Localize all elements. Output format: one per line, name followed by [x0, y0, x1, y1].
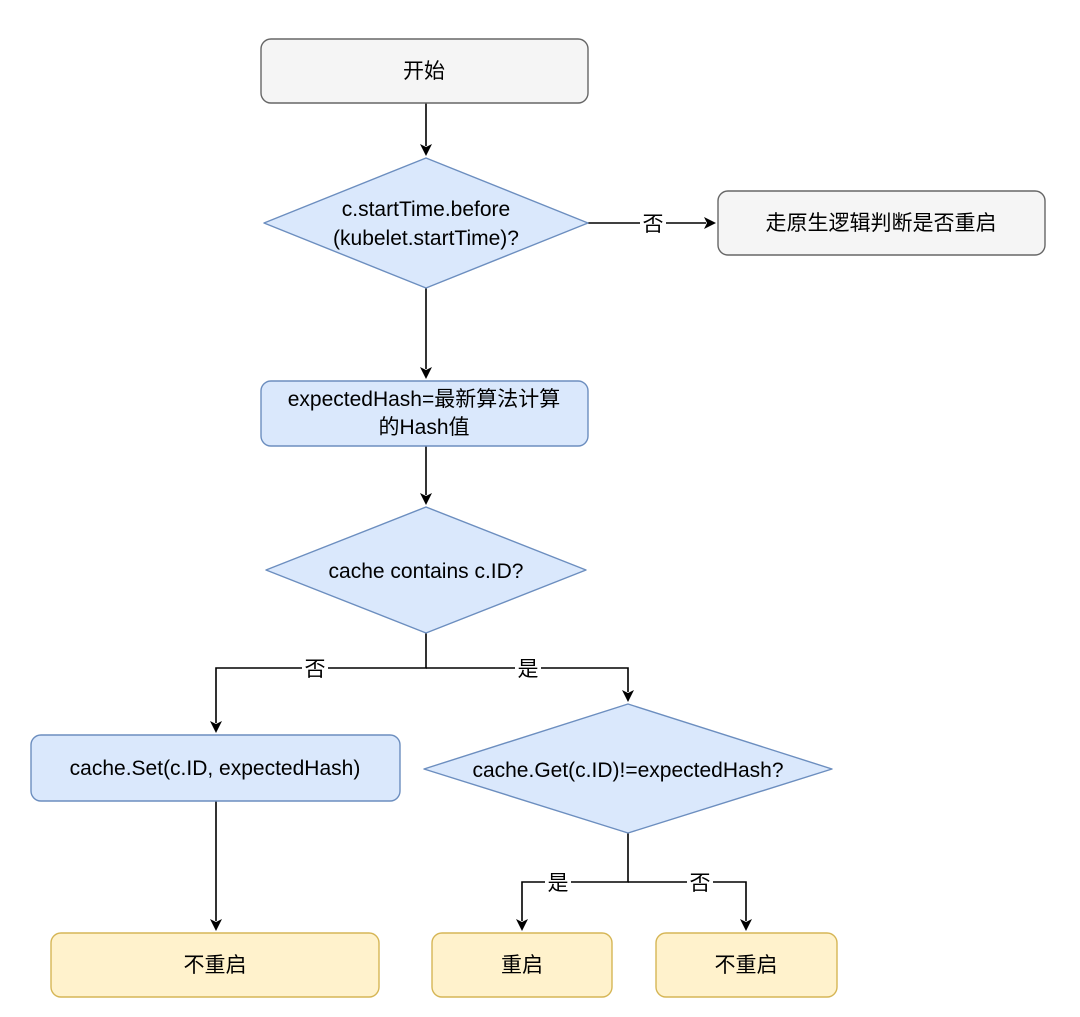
edges: 否 否 是: [210, 103, 752, 931]
decision-hash-compare: cache.Get(c.ID)!=expectedHash?: [423, 703, 833, 834]
edge-label-contains-no: 否: [305, 658, 326, 681]
decision-cache-contains: cache contains c.ID?: [265, 506, 587, 634]
no-restart-left-label: 不重启: [184, 954, 247, 977]
edge-set-to-no-restart: [210, 801, 222, 931]
cache-set-node: cache.Set(c.ID, expectedHash): [30, 734, 401, 802]
edge-contains-no: 否: [210, 633, 427, 733]
no-restart-left-node: 不重启: [50, 932, 380, 998]
decision-start-time-line1: c.startTime.before: [342, 198, 510, 221]
decision-hash-compare-label: cache.Get(c.ID)!=expectedHash?: [472, 759, 783, 782]
start-node-label: 开始: [403, 60, 445, 83]
edge-hash-to-cache: [420, 446, 432, 505]
no-restart-right-node: 不重启: [655, 932, 838, 998]
expected-hash-line1: expectedHash=最新算法计算: [288, 388, 561, 411]
restart-node: 重启: [431, 932, 613, 998]
native-logic-node: 走原生逻辑判断是否重启: [717, 190, 1046, 256]
decision-start-time: c.startTime.before (kubelet.startTime)?: [263, 157, 589, 289]
edge-label-compare-yes: 是: [548, 872, 569, 895]
edge-check-yes: [420, 288, 432, 379]
no-restart-right-label: 不重启: [715, 954, 778, 977]
expected-hash-line2: 的Hash值: [378, 416, 469, 439]
decision-start-time-line2: (kubelet.startTime)?: [333, 227, 519, 250]
decision-cache-contains-label: cache contains c.ID?: [329, 560, 524, 583]
native-logic-label: 走原生逻辑判断是否重启: [766, 212, 997, 235]
edge-compare-no: 否: [628, 870, 752, 931]
start-node: 开始: [260, 38, 589, 104]
edge-label-compare-no: 否: [690, 872, 711, 895]
nodes: 开始 c.startTime.before (kubelet.startTime…: [30, 38, 1046, 998]
edge-label-contains-yes: 是: [518, 658, 539, 681]
cache-set-label: cache.Set(c.ID, expectedHash): [70, 757, 361, 780]
expected-hash-node: expectedHash=最新算法计算 的Hash值: [260, 380, 589, 447]
edge-check-no: 否: [588, 211, 716, 236]
edge-compare-yes: 是: [516, 833, 629, 931]
edge-contains-yes: 是: [426, 656, 634, 702]
edge-label-check-no: 否: [643, 213, 664, 236]
restart-label: 重启: [501, 954, 543, 977]
edge-start-to-check: [420, 103, 432, 156]
